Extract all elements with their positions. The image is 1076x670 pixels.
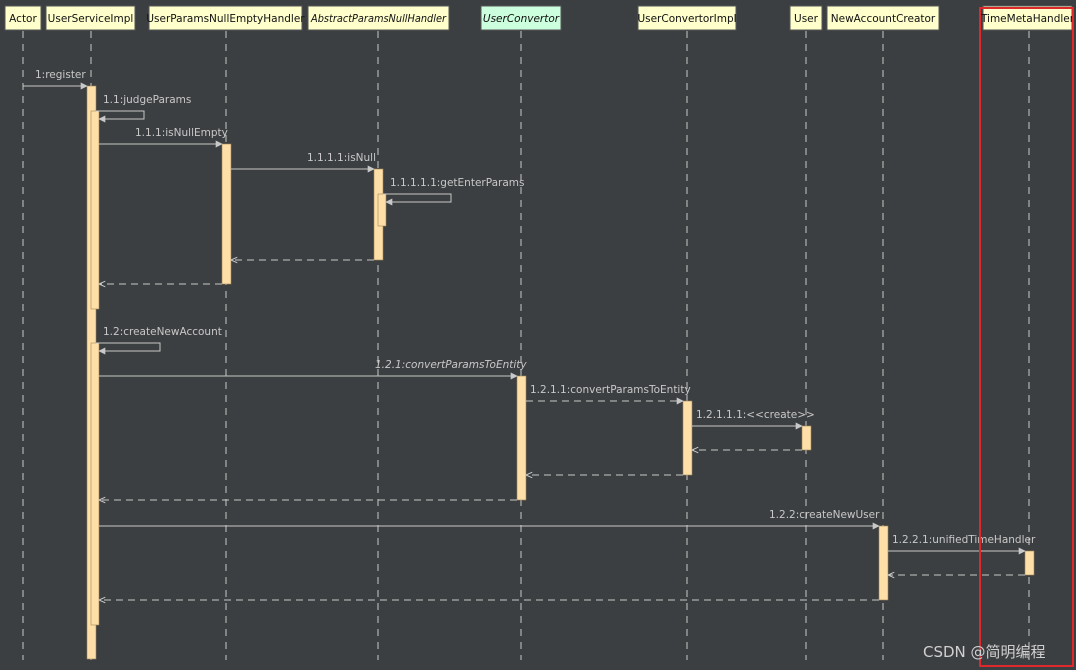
participant-label: NewAccountCreator <box>831 13 936 25</box>
participant-new-account-creator[interactable]: NewAccountCreator <box>826 5 940 31</box>
participant-user[interactable]: User <box>789 5 823 31</box>
activation-bar <box>90 342 100 626</box>
message-label: 1.2.1.1.1:<<create>> <box>696 409 815 421</box>
activation-bar <box>90 110 100 310</box>
activation-bar <box>682 400 693 476</box>
participant-user-convertor[interactable]: UserConvertor <box>480 5 562 31</box>
activation-bar <box>516 375 527 501</box>
message-arrow <box>96 342 161 355</box>
message-arrow <box>96 110 145 123</box>
participant-label: UserConvertorImpl <box>637 13 736 25</box>
participant-abstract-params-null-handler[interactable]: AbstractParamsNullHandler <box>307 5 450 31</box>
message-label: 1.2.1:convertParamsToEntity <box>375 359 527 371</box>
participant-label: UserParamsNullEmptyHandler <box>146 13 305 25</box>
lifelines <box>22 31 1030 660</box>
participant-user-params-null-empty-handler[interactable]: UserParamsNullEmptyHandler <box>146 5 305 31</box>
activation-bar <box>377 193 387 227</box>
participant-label: AbstractParamsNullHandler <box>310 13 447 25</box>
message-label: 1.1.1:isNullEmpty <box>135 127 228 139</box>
message-label: 1.2.2:createNewUser <box>769 509 880 521</box>
participant-heads: Actor UserServiceImpl UserParamsNullEmpt… <box>4 5 1075 31</box>
message-arrow <box>383 193 452 206</box>
activation-bar <box>221 143 232 285</box>
activation-bar <box>878 525 889 601</box>
message-label: 1.1:judgeParams <box>103 94 191 106</box>
message-label: 1.1.1.1:isNull <box>307 152 376 164</box>
message-label: 1.2.1.1:convertParamsToEntity <box>530 384 691 396</box>
message-label: 1.1.1.1.1:getEnterParams <box>390 177 524 189</box>
participant-time-meta-handler[interactable]: TimeMetaHandler <box>980 5 1075 31</box>
participant-label: Actor <box>9 13 37 25</box>
activation-bars <box>86 85 1035 660</box>
participant-user-convertor-impl[interactable]: UserConvertorImpl <box>637 5 737 31</box>
participant-label: UserConvertor <box>483 13 560 25</box>
participant-user-service-impl[interactable]: UserServiceImpl <box>45 5 136 31</box>
message-labels: 1:register 1.1:judgeParams 1.1.1:isNullE… <box>35 69 1036 546</box>
participant-label: UserServiceImpl <box>48 13 134 25</box>
participant-label: User <box>794 13 819 25</box>
message-label: 1:register <box>35 69 86 81</box>
message-label: 1.2.2.1:unifiedTimeHandler <box>892 534 1036 546</box>
activation-bar <box>1024 550 1035 576</box>
participant-label: TimeMetaHandler <box>980 13 1075 25</box>
message-label: 1.2:createNewAccount <box>103 326 222 338</box>
activation-bar <box>801 425 812 451</box>
highlight-box <box>979 7 1074 667</box>
watermark: CSDN @简明编程 <box>923 643 1046 661</box>
messages <box>23 82 1026 600</box>
participant-actor[interactable]: Actor <box>4 5 42 31</box>
